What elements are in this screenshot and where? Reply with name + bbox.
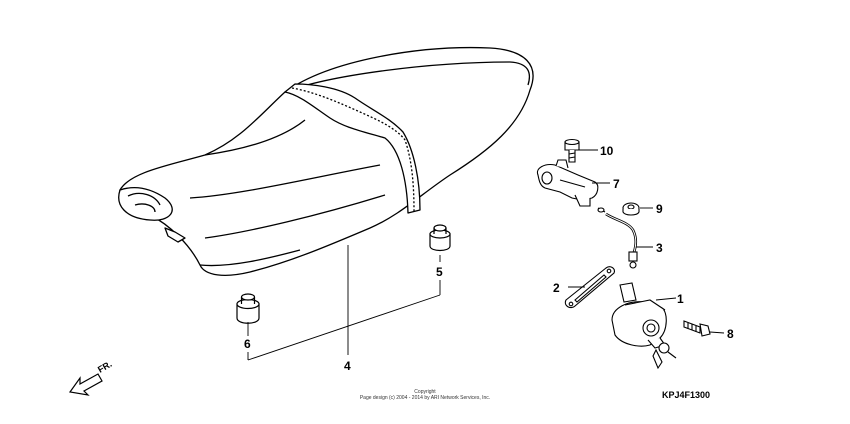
copyright-line-2: Page design (c) 2004 - 2014 by ARI Netwo… [359,395,491,401]
callout-7: 7 [613,177,620,191]
front-direction-arrow: FR. [68,359,114,396]
seat-drawing [118,46,534,276]
rubber-cushion-5 [429,224,451,252]
callouts: 1 2 3 4 5 6 7 8 9 10 [244,144,734,373]
rubber-cushion-6 [236,293,260,324]
cable-3 [597,207,638,269]
callout-1: 1 [677,292,684,306]
bolt-8 [683,320,711,337]
seat-lock-1 [611,282,677,370]
washer-9 [622,202,640,216]
callout-10: 10 [600,144,614,158]
callout-2: 2 [553,281,560,295]
bolt-10 [564,138,580,163]
diagram-code: KPJ4F1300 [662,390,711,400]
seat-catch-7 [536,159,599,207]
plate-2 [564,266,615,309]
direction-label: FR. [96,359,114,375]
callout-9: 9 [656,202,663,216]
callout-3: 3 [656,241,663,255]
callout-4: 4 [344,359,351,373]
callout-8: 8 [727,327,734,341]
callout-6: 6 [244,337,251,351]
arrow-icon [68,373,103,396]
copyright-line-1: Copyright [414,389,436,395]
callout-5: 5 [436,265,443,279]
leader-lines [247,149,725,361]
